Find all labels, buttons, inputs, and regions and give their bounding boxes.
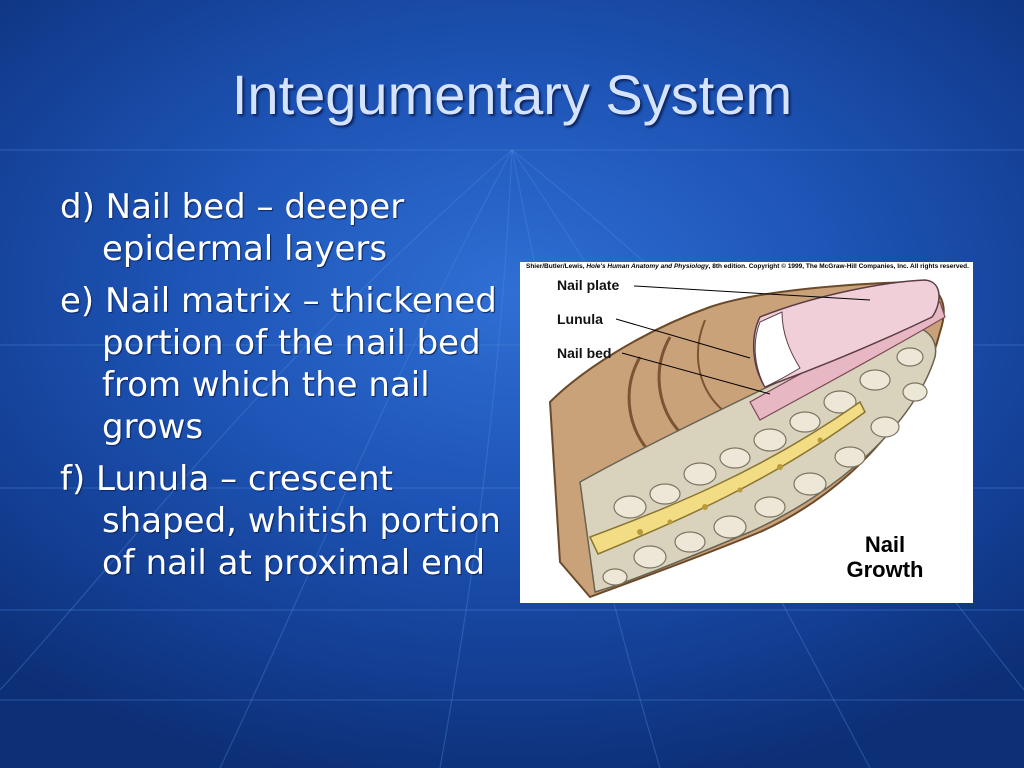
lunula: [754, 311, 801, 388]
nail-illustration: [548, 279, 946, 599]
bullet-item-lunula: f) Lunula – crescent shaped, whitish por…: [60, 459, 501, 583]
figure-title-line1: Nail: [864, 532, 906, 557]
credit-book: Hole's Human Anatomy and Physiology: [586, 263, 709, 270]
nail-growth-figure: Shier/Butler/Lewis, Hole's Human Anatomy…: [520, 262, 973, 603]
figure-title: Nail Growth: [820, 532, 950, 582]
bullet-item-nail-matrix: e) Nail matrix – thickened portion of th…: [60, 281, 497, 447]
label-nail-bed: Nail bed: [557, 345, 612, 361]
bullet-item-nail-bed: d) Nail bed – deeper epidermal layers: [60, 187, 405, 269]
slide-title: Integumentary System: [231, 63, 793, 126]
credit-rest: , 8th edition. Copyright © 1999, The McG…: [708, 263, 969, 270]
bone: [588, 400, 866, 555]
label-nail-plate: Nail plate: [557, 277, 620, 293]
bullet-list: d) Nail bed – deeper epidermal layers e)…: [60, 186, 510, 594]
figure-title-line2: Growth: [846, 557, 924, 582]
figure-credit: Shier/Butler/Lewis, Hole's Human Anatomy…: [526, 263, 969, 270]
label-lunula: Lunula: [557, 311, 603, 327]
credit-authors: Shier/Butler/Lewis,: [526, 263, 587, 270]
